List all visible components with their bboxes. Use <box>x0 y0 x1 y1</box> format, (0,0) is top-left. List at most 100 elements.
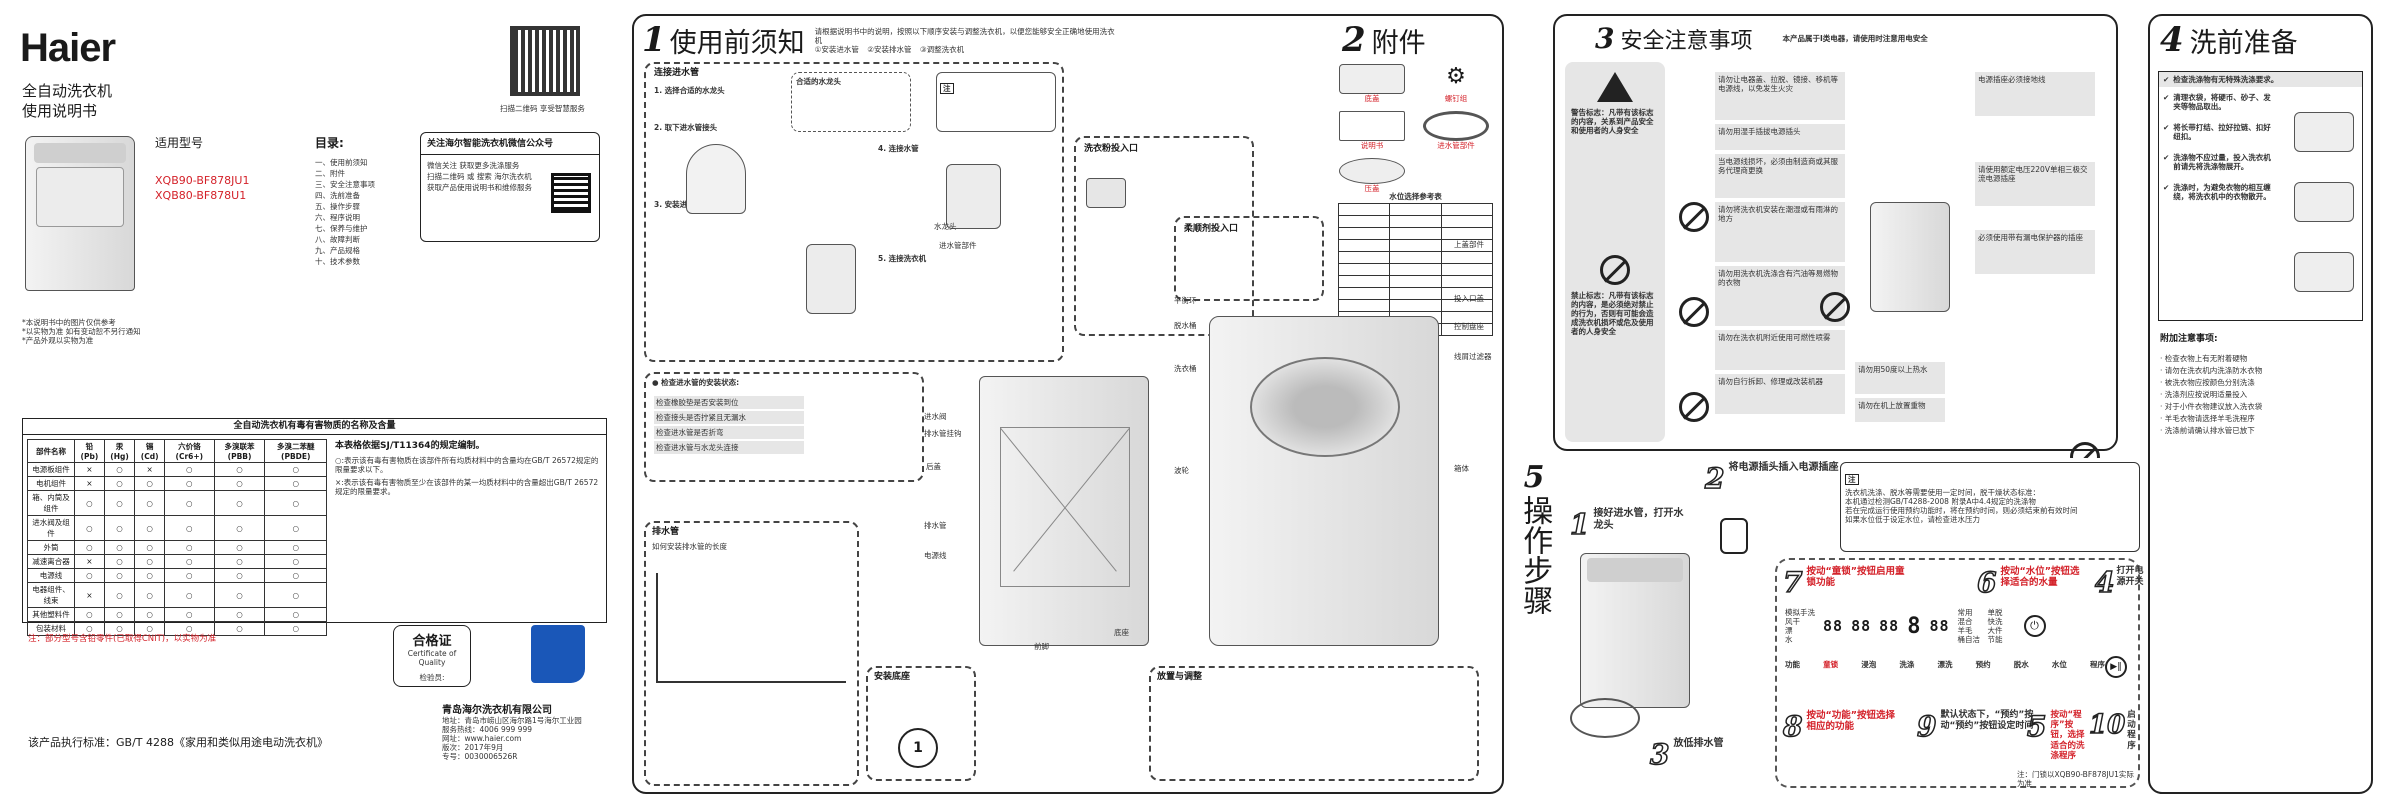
step-6: 6 按动“水位”按钮选择适合的水量 <box>1976 565 2087 600</box>
section3-panel: 3 安全注意事项 本产品属于Ⅰ类电器，请使用时注意用电安全 警告标志：凡带有该标… <box>1553 14 2118 497</box>
drain-illustration-icon <box>656 573 846 683</box>
safety-rule: 请勿将洗衣机安装在潮湿或有雨淋的地方 <box>1715 202 1845 262</box>
check-items: 检查橡胶垫是否安装到位 检查接头是否拧紧且无漏水 检查进水管是否折弯 检查进水管… <box>654 394 804 456</box>
section4-number: 4 <box>2160 20 2184 60</box>
inlet-step-5: 5. 连接洗衣机 <box>878 254 927 263</box>
part-label-spin: 脱水桶 <box>1174 321 1197 330</box>
power-button[interactable]: ⏻ <box>2023 615 2046 637</box>
intro-item: ③调整洗衣机 <box>919 44 965 54</box>
extra-notes-title: 附加注意事项: <box>2160 334 2218 344</box>
hazard-cell: ○ <box>213 607 266 622</box>
toc-item: 八、故障判断 <box>315 235 360 244</box>
hazard-cell: ○ <box>134 554 166 569</box>
blue-badge <box>531 625 585 683</box>
panel-small-labels: 模拟手洗 风干 漂 水 <box>1785 608 1815 644</box>
company-name: 青岛海尔洗衣机有限公司 <box>442 705 552 716</box>
section5-header: 5 操作步骤 <box>1514 460 1554 615</box>
hazard-cell: × <box>134 462 166 477</box>
section1-intro-items: ①安装进水管 ②安装排水管 ③调整洗衣机 <box>815 45 1115 54</box>
water-table-row <box>1337 215 1494 228</box>
step-number: 1 <box>1569 507 1590 542</box>
start-button[interactable]: ▶‖ <box>2105 656 2127 678</box>
cover-panel: Haier 全自动洗衣机 使用说明书 适用型号 XQB90-BF878JU1 X… <box>10 8 615 800</box>
disclaimer-line: *以实物为准 如有变动恕不另行通知 <box>22 327 141 336</box>
model-label: 适用型号 <box>155 136 204 150</box>
company-line: 地址：青岛市崂山区海尔路1号海尔工业园 <box>442 716 582 725</box>
qr-code-icon <box>510 26 580 96</box>
step-text: 按动“童锁”按钮启用童锁功能 <box>1806 566 1905 589</box>
check-item: 检查进水管是否折弯 <box>654 426 804 439</box>
hazard-cell: 电器组件、线束 <box>26 582 76 608</box>
water-table-title: 水位选择参考表 <box>1389 192 1442 201</box>
delay-button[interactable]: 预约 <box>1975 660 1991 669</box>
step-text: 按动“程序”按钮，选择适合的洗涤程序 <box>2050 710 2085 761</box>
joint-illustration-icon <box>806 244 856 314</box>
prep-box: ✔检查洗涤物有无特殊洗涤要求。 ✔清理衣袋，将硬币、砂子、发夹等物品取出。 ✔将… <box>2158 71 2363 321</box>
part-label-tub: 洗衣桶 <box>1174 364 1197 373</box>
hazard-cell: 电源板组件 <box>26 462 76 477</box>
section3-title: 安全注意事项 <box>1620 28 1753 54</box>
part-label-inlet: 进水管部件 <box>939 241 977 250</box>
step5-note: 洗衣机洗涤、脱水等需要使用一定时间，脱干燥状态标准： <box>1845 488 2040 497</box>
prep-item-text: 清理衣袋，将硬币、砂子、发夹等物品取出。 <box>2173 93 2271 111</box>
safety-rule: 请勿在机上放置重物 <box>1855 398 1945 422</box>
note-label: 注 <box>940 83 954 94</box>
hazard-cell: ○ <box>164 490 215 516</box>
washer-image <box>1580 553 1690 708</box>
child-lock-button[interactable]: 童锁 <box>1823 660 1839 669</box>
step-text: 启动程序 <box>2127 710 2136 751</box>
plug-icon <box>1720 518 1748 554</box>
water-table-row <box>1337 299 1494 312</box>
prohibit-icon <box>1820 292 1850 322</box>
step5-note: 若在完成运行使用预约功能时，将在预约时间，则必须结束前有效时间 <box>1845 506 2078 515</box>
step5-note-box: 注 洗衣机洗涤、脱水等需要使用一定时间，脱干燥状态标准： 本机通过检测GB/T4… <box>1840 462 2140 552</box>
washer-image <box>25 136 135 291</box>
check-box: ● 检查进水管的安装状态: 检查橡胶垫是否安装到位 检查接头是否拧紧且无漏水 检… <box>644 372 924 482</box>
product-name: 全自动洗衣机 <box>22 82 113 100</box>
water-level-button[interactable]: 水位 <box>2051 660 2067 669</box>
washer-rear-view <box>979 376 1149 646</box>
prep-item-text: 将长带打结、拉好拉链、扣好纽扣。 <box>2173 123 2271 141</box>
hazard-row: 进水阀及组件○○○○○○ <box>26 515 327 541</box>
hazard-cell: ○ <box>264 568 327 583</box>
water-table-row <box>1337 239 1494 252</box>
check-icon: ✔ <box>2163 93 2170 102</box>
step5-note: 本机通过检测GB/T4288-2008 附录A中4.4规定的洗涤物 <box>1845 497 2036 506</box>
step-9: 9 默认状态下，“预约”按动“预约”按钮设定时间 <box>1916 709 2037 744</box>
hazard-row: 电机组件×○○○○○ <box>26 476 327 491</box>
water-table-cell <box>1440 323 1494 336</box>
prep-item-text: 检查洗涤物有无特殊洗涤要求。 <box>2173 75 2279 84</box>
program-button[interactable]: 程序 <box>2090 660 2105 669</box>
toc-list: 一、使用前须知 二、附件 三、安全注意事项 四、洗前准备 五、操作步骤 六、程序… <box>315 156 435 268</box>
certificate: 合格证 Certificate of Quality 检验员: <box>393 625 471 687</box>
section1-intro: 请根据说明书中的说明，按照以下顺序安装与调整洗衣机，以便您能够安全正确地使用洗衣… <box>814 26 1115 45</box>
company-lines: 地址：青岛市崂山区海尔路1号海尔工业园 服务热线：4006 999 999 网址… <box>442 716 602 761</box>
check-icon: ✔ <box>2163 75 2170 84</box>
function-button[interactable]: 功能 <box>1785 660 1800 669</box>
section1-header: 1 使用前须知 请根据说明书中的说明，按照以下顺序安装与调整洗衣机，以便您能够安… <box>642 20 1115 60</box>
extra-note: · 被洗衣物应按颜色分别洗涤 <box>2160 378 2255 387</box>
hazard-row: 电器组件、线束×○○○○○ <box>26 582 327 608</box>
prep-item: ✔洗涤时，为避免衣物的相互缠绕，将洗衣机中的衣物散开。 <box>2159 177 2279 207</box>
section1-panel: 1 使用前须知 请根据说明书中的说明，按照以下顺序安装与调整洗衣机，以便您能够安… <box>632 14 1504 794</box>
clothes-icon <box>2294 182 2354 222</box>
part-label-hook: 排水管挂钩 <box>924 429 962 438</box>
step-number: 9 <box>1916 709 1937 744</box>
hazard-cell: 进水阀及组件 <box>26 515 76 541</box>
part-label-faucet: 水龙头 <box>934 222 957 231</box>
toc-item: 六、程序说明 <box>315 213 360 222</box>
step-4: 4 打开电源开关 <box>2094 565 2145 600</box>
accessory-label: 压盖 <box>1364 184 1380 193</box>
drain-box: 排水管 如何安装排水管的长度 <box>644 521 859 786</box>
hazard-cell: ○ <box>74 621 105 636</box>
part-label-pulsator: 波轮 <box>1174 466 1189 475</box>
step-10: 10 启动程序 <box>2088 709 2141 751</box>
detergent-box: 洗衣粉投入口 <box>1074 136 1254 336</box>
hazard-cell: ○ <box>164 540 215 555</box>
section5-title: 操作步骤 <box>1517 495 1553 615</box>
part-label-lid: 上盖部件 <box>1454 240 1484 249</box>
intro-item: ①安装进水管 <box>814 44 859 54</box>
hazard-cell: ○ <box>213 540 266 555</box>
accessory-label: 螺钉组 <box>1444 94 1468 103</box>
water-table-cell <box>1337 215 1391 228</box>
